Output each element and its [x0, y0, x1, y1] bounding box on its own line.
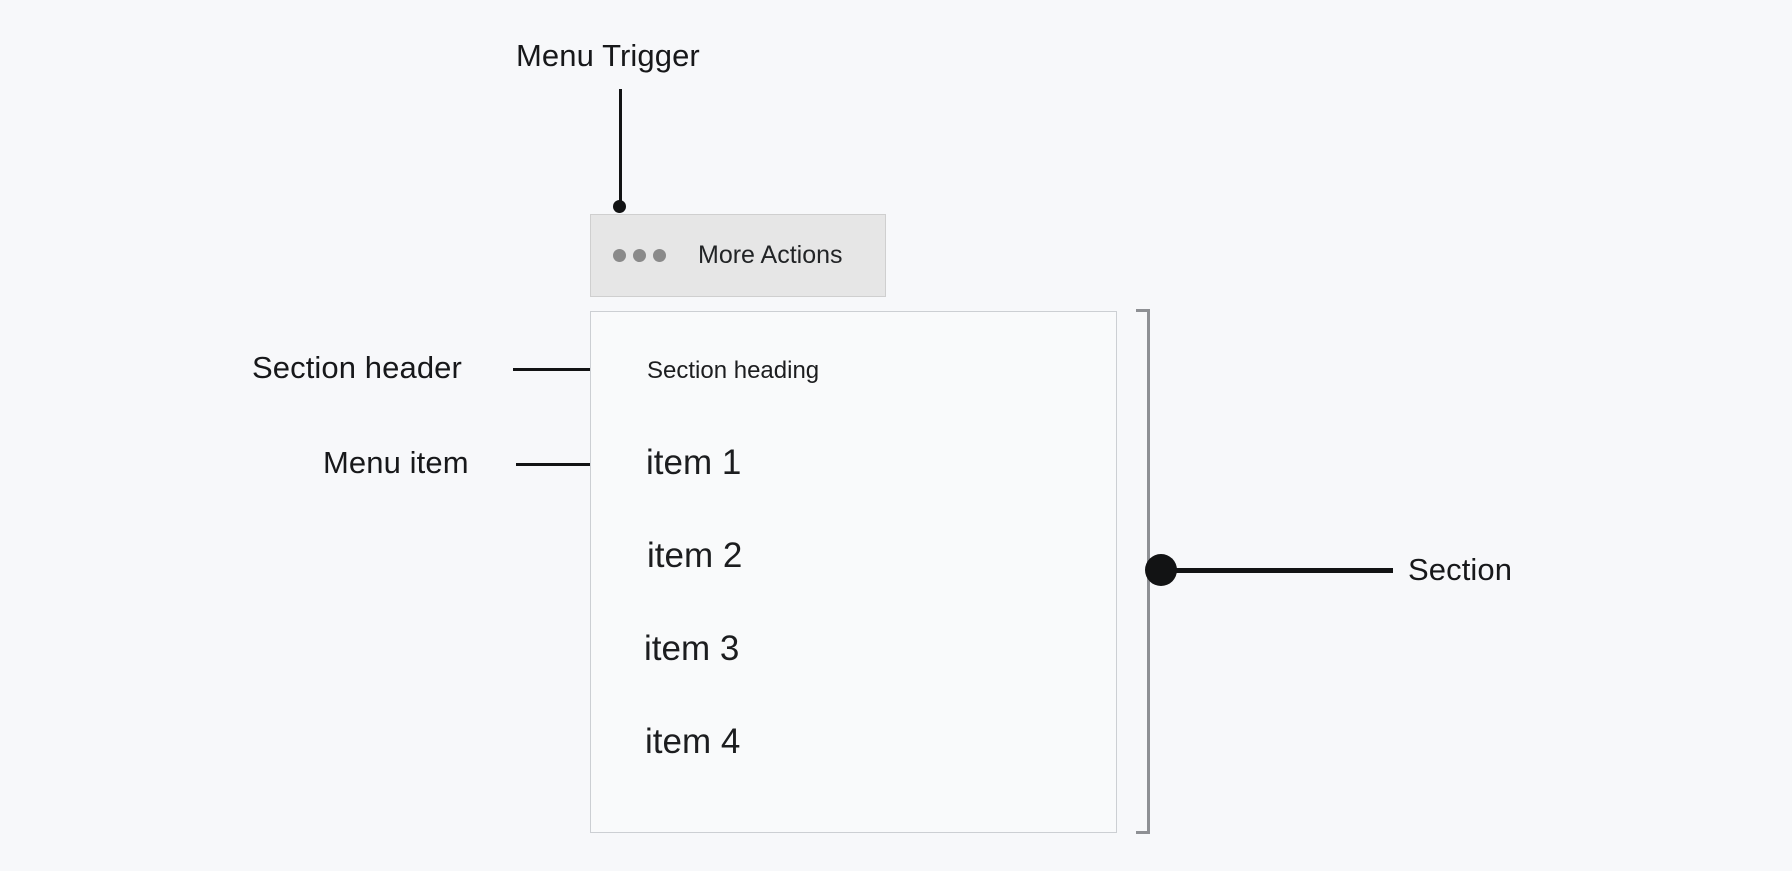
annotation-label-section: Section	[1408, 552, 1513, 587]
ellipsis-dot	[633, 249, 646, 262]
ellipsis-horizontal-icon	[613, 249, 666, 262]
menu-panel: Section heading item 1 item 2 item 3 ite…	[590, 311, 1117, 833]
more-actions-trigger-label: More Actions	[698, 241, 843, 269]
annotation-label-menu-trigger: Menu Trigger	[516, 38, 700, 73]
more-actions-trigger-button[interactable]: More Actions	[590, 214, 886, 297]
menu-section-heading: Section heading	[647, 357, 820, 384]
menu-item-3[interactable]: item 3	[644, 629, 740, 668]
leader-line-section	[1163, 568, 1393, 573]
menu-item-2[interactable]: item 2	[647, 536, 743, 575]
leader-line-menu-item	[516, 463, 640, 466]
leader-dot-menu-trigger	[613, 200, 626, 213]
leader-line-section-header	[513, 368, 639, 371]
ellipsis-dot	[653, 249, 666, 262]
ellipsis-dot	[613, 249, 626, 262]
bracket-tick-top	[1136, 309, 1150, 312]
bracket-tick-bottom	[1136, 831, 1150, 834]
menu-item-4[interactable]: item 4	[645, 722, 741, 761]
annotation-label-section-header: Section header	[252, 350, 462, 385]
menu-item-1[interactable]: item 1	[646, 443, 742, 482]
leader-line-menu-trigger	[619, 89, 622, 203]
annotation-label-menu-item: Menu item	[323, 445, 469, 480]
